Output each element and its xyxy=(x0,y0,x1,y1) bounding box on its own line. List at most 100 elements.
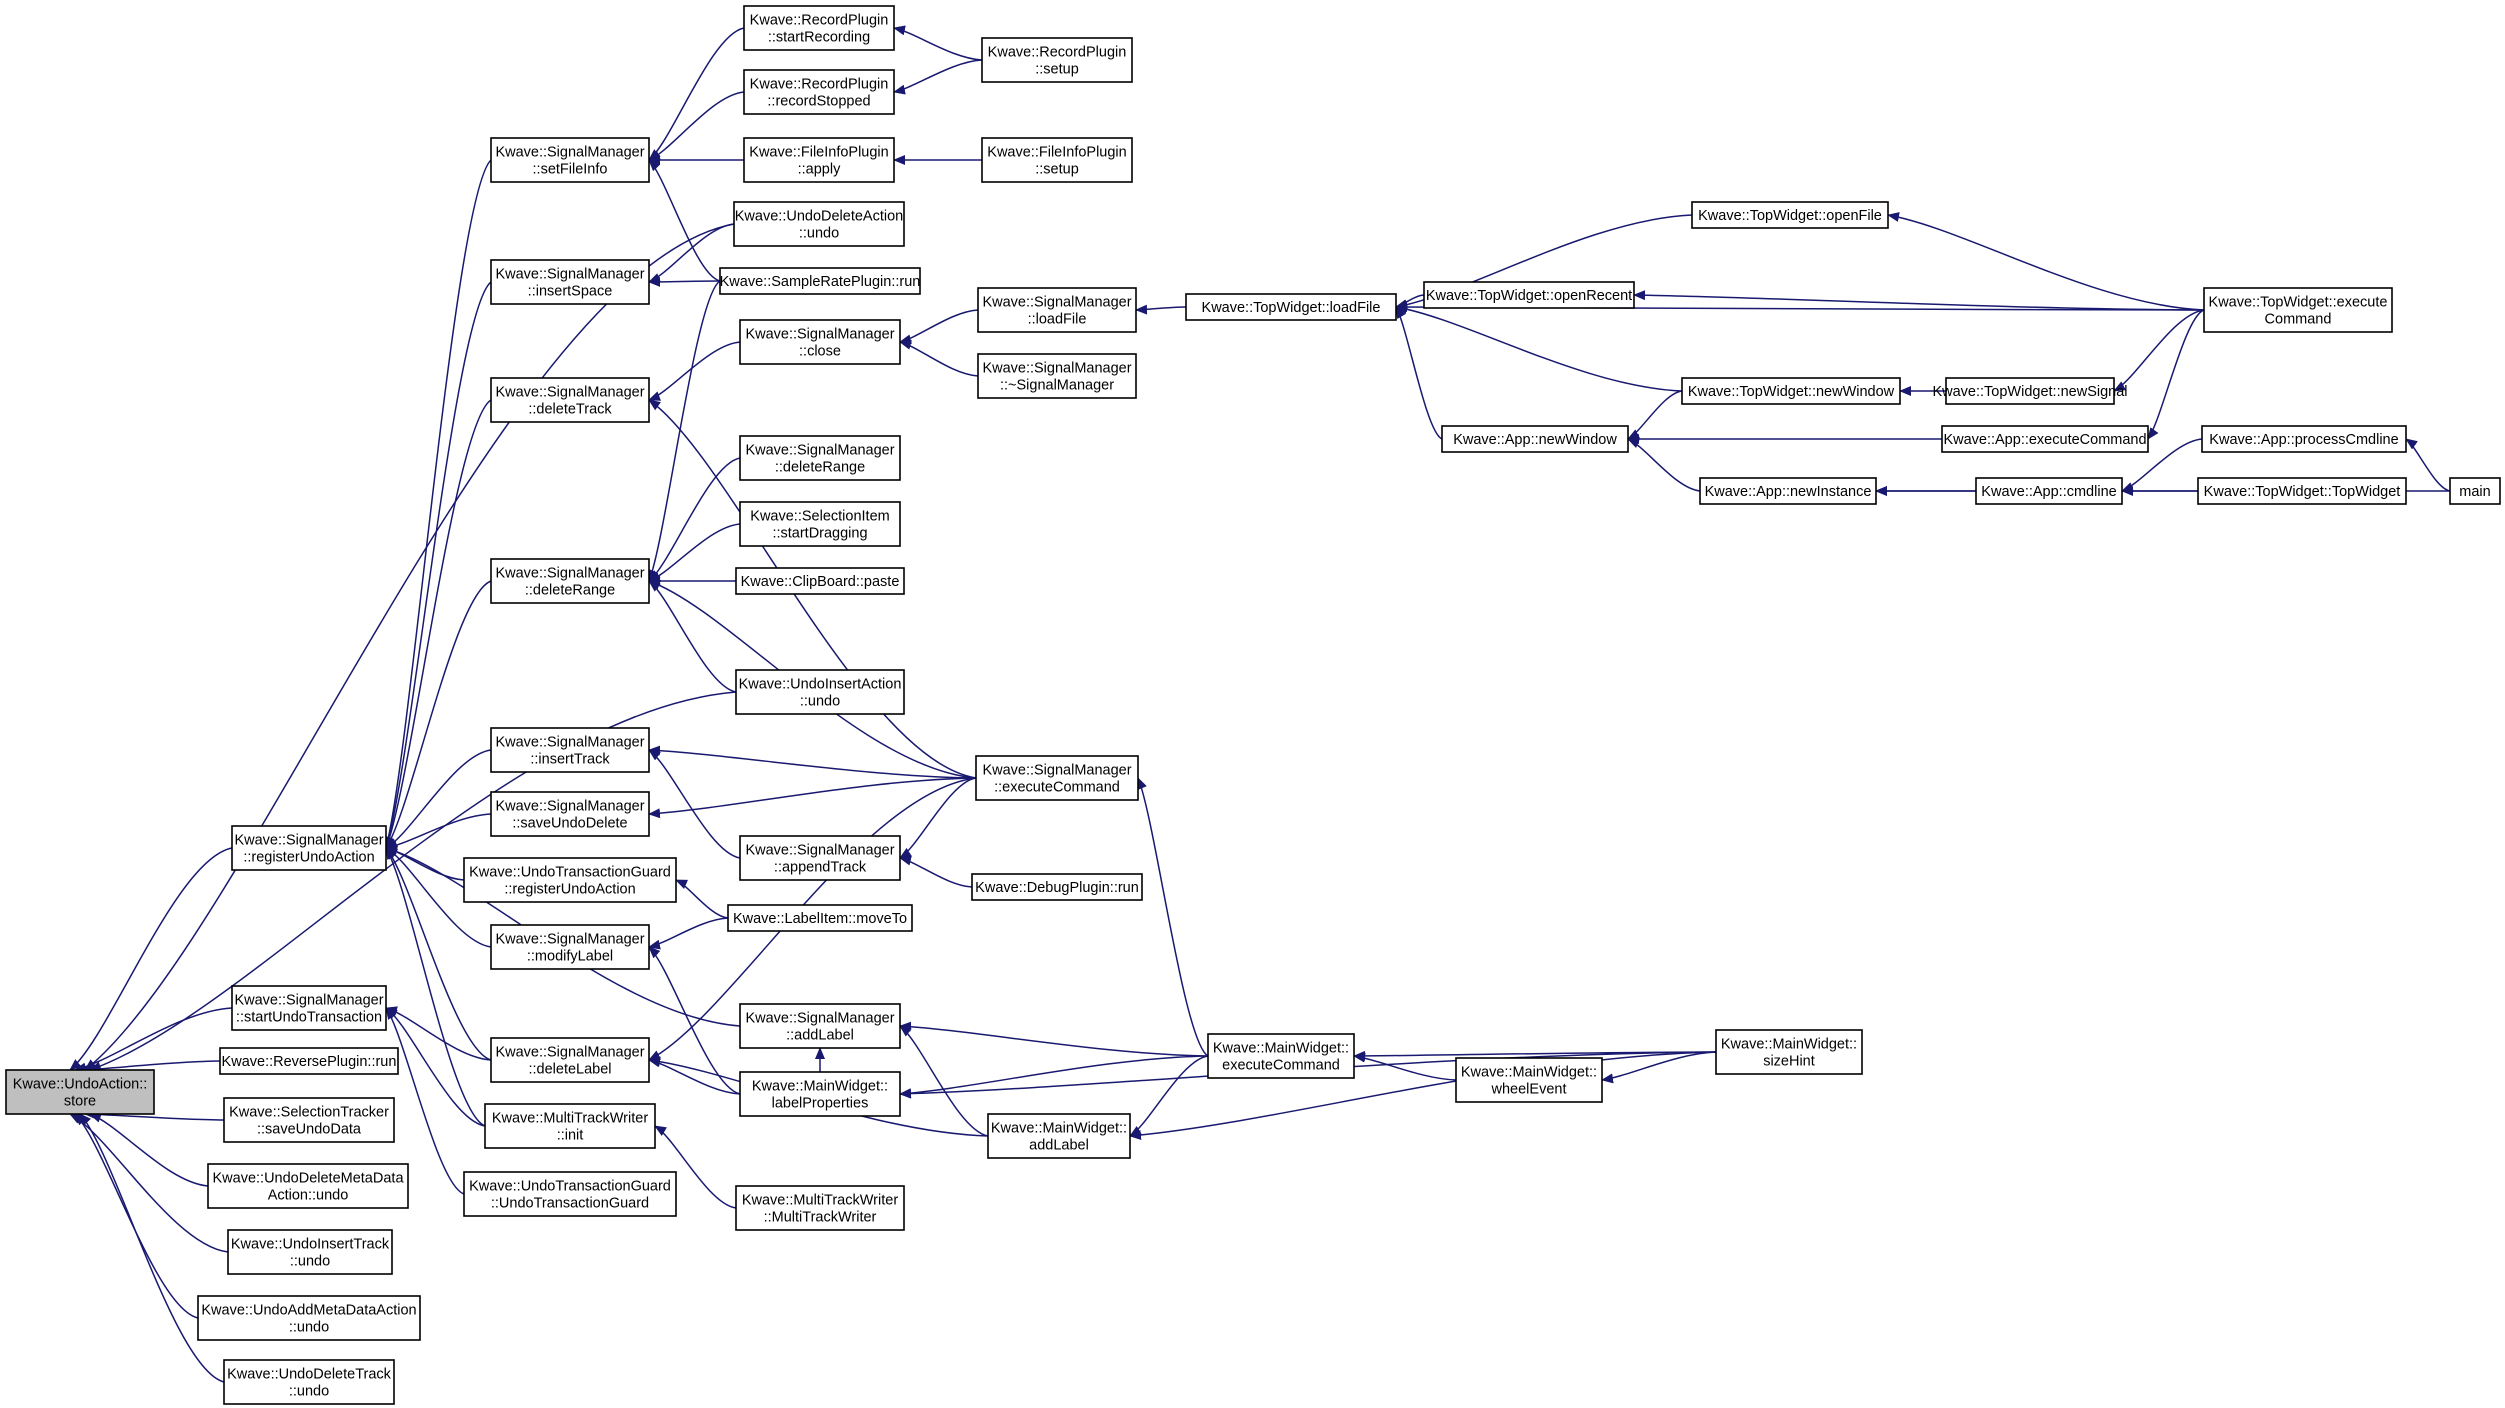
graph-node-n21[interactable]: Kwave::RecordPlugin::recordStopped xyxy=(743,69,895,115)
graph-node-n17[interactable]: Kwave::SignalManager::deleteLabel xyxy=(490,1037,650,1083)
graph-node-n57[interactable]: main xyxy=(2449,477,2501,505)
graph-node-n43[interactable]: Kwave::MainWidget::executeCommand xyxy=(1207,1033,1355,1079)
call-edge xyxy=(69,847,233,1071)
graph-node-n40[interactable]: Kwave::DebugPlugin::run xyxy=(971,873,1143,901)
node-label: ::appendTrack xyxy=(774,860,867,876)
graph-node-n16[interactable]: Kwave::SignalManager::modifyLabel xyxy=(490,924,650,970)
node-label: Kwave::App::newInstance xyxy=(1705,484,1872,500)
node-label: ::insertSpace xyxy=(528,284,613,300)
node-label: Kwave::App::executeCommand xyxy=(1943,432,2146,448)
graph-node-n27[interactable]: Kwave::SelectionItem::startDragging xyxy=(739,501,901,547)
graph-node-n50[interactable]: Kwave::TopWidget::executeCommand xyxy=(2203,287,2393,333)
graph-node-n0[interactable]: Kwave::UndoAction::store xyxy=(5,1069,155,1115)
node-box xyxy=(981,137,1133,183)
graph-node-n47[interactable]: Kwave::App::newWindow xyxy=(1441,425,1629,453)
call-edge xyxy=(648,341,741,401)
graph-node-n28[interactable]: Kwave::ClipBoard::paste xyxy=(735,567,905,595)
node-box xyxy=(1975,477,2123,505)
graph-node-n52[interactable]: Kwave::App::executeCommand xyxy=(1941,425,2149,453)
node-box xyxy=(197,1295,421,1341)
graph-node-n10[interactable]: Kwave::SignalManager::insertSpace xyxy=(490,259,650,305)
graph-node-n22[interactable]: Kwave::FileInfoPlugin::apply xyxy=(743,137,895,183)
node-box xyxy=(227,1229,393,1275)
graph-node-n3[interactable]: Kwave::ReversePlugin::run xyxy=(219,1047,399,1075)
graph-node-n49[interactable]: Kwave::MainWidget::wheelEvent xyxy=(1455,1057,1603,1103)
node-label: Kwave::RecordPlugin xyxy=(988,45,1127,61)
graph-node-n44[interactable]: Kwave::TopWidget::openFile xyxy=(1691,201,1889,229)
graph-node-n34[interactable]: Kwave::MultiTrackWriter::MultiTrackWrite… xyxy=(735,1185,905,1231)
call-edge xyxy=(899,1021,1209,1057)
node-label: ::undo xyxy=(289,1384,329,1400)
graph-node-n51[interactable]: Kwave::TopWidget::newSignal xyxy=(1932,377,2128,405)
graph-node-n20[interactable]: Kwave::RecordPlugin::startRecording xyxy=(743,5,895,51)
graph-node-n54[interactable]: Kwave::MainWidget::sizeHint xyxy=(1715,1029,1863,1075)
node-label: Kwave::UndoAddMetaDataAction xyxy=(201,1303,416,1319)
call-edge xyxy=(74,1113,199,1319)
graph-node-n12[interactable]: Kwave::SignalManager::deleteRange xyxy=(490,558,650,604)
graph-node-n30[interactable]: Kwave::SignalManager::appendTrack xyxy=(739,835,901,881)
node-label: Kwave::SampleRatePlugin::run xyxy=(720,274,921,290)
graph-node-n38[interactable]: Kwave::SignalManager::~SignalManager xyxy=(977,353,1137,399)
graph-node-n24[interactable]: Kwave::SampleRatePlugin::run xyxy=(719,267,921,295)
graph-node-n35[interactable]: Kwave::RecordPlugin::setup xyxy=(981,37,1133,83)
graph-node-n19[interactable]: Kwave::UndoTransactionGuard::UndoTransac… xyxy=(463,1171,677,1217)
graph-node-n33[interactable]: Kwave::MainWidget::labelProperties xyxy=(739,1071,901,1117)
node-box xyxy=(463,857,677,903)
graph-node-n14[interactable]: Kwave::SignalManager::saveUndoDelete xyxy=(490,791,650,837)
nodes: Kwave::UndoAction::store Kwave::SignalMan… xyxy=(5,5,2501,1405)
graph-node-n45[interactable]: Kwave::TopWidget::openRecent xyxy=(1423,281,1635,309)
graph-node-n15[interactable]: Kwave::UndoTransactionGuard::registerUnd… xyxy=(463,857,677,903)
call-edge xyxy=(1353,1050,1717,1061)
graph-node-n37[interactable]: Kwave::SignalManager::loadFile xyxy=(977,287,1137,333)
node-box xyxy=(1945,377,2115,405)
node-label: ::init xyxy=(557,1128,584,1144)
node-label: Kwave::SignalManager xyxy=(234,833,383,849)
graph-node-n26[interactable]: Kwave::SignalManager::deleteRange xyxy=(739,435,901,481)
call-edge xyxy=(648,457,741,582)
graph-node-n2[interactable]: Kwave::SignalManager::startUndoTransacti… xyxy=(231,985,387,1031)
graph-node-n31[interactable]: Kwave::LabelItem::moveTo xyxy=(727,904,913,932)
graph-node-n4[interactable]: Kwave::SelectionTracker::saveUndoData xyxy=(223,1097,395,1143)
node-label: Kwave::SelectionTracker xyxy=(229,1105,389,1121)
graph-node-n55[interactable]: Kwave::App::processCmdline xyxy=(2201,425,2407,453)
graph-node-n32[interactable]: Kwave::SignalManager::addLabel xyxy=(739,1003,901,1049)
node-label: Kwave::SignalManager xyxy=(745,1011,894,1027)
node-label: ::UndoTransactionGuard xyxy=(491,1196,649,1212)
node-label: Kwave::SignalManager xyxy=(982,295,1131,311)
graph-node-n18[interactable]: Kwave::MultiTrackWriter::init xyxy=(484,1103,656,1149)
graph-node-n23[interactable]: Kwave::UndoDeleteAction::undo xyxy=(733,201,905,247)
graph-node-n25[interactable]: Kwave::SignalManager::close xyxy=(739,319,901,365)
graph-node-n48[interactable]: Kwave::App::newInstance xyxy=(1699,477,1877,505)
graph-node-n36[interactable]: Kwave::FileInfoPlugin::setup xyxy=(981,137,1133,183)
graph-node-n53[interactable]: Kwave::App::cmdline xyxy=(1975,477,2123,505)
graph-node-n42[interactable]: Kwave::TopWidget::loadFile xyxy=(1185,293,1397,321)
call-edge xyxy=(1395,303,1683,392)
graph-node-n7[interactable]: Kwave::UndoAddMetaDataAction::undo xyxy=(197,1295,421,1341)
graph-node-n9[interactable]: Kwave::SignalManager::setFileInfo xyxy=(490,137,650,183)
node-label: ::setFileInfo xyxy=(533,162,608,178)
node-label: Kwave::RecordPlugin xyxy=(750,77,889,93)
node-label: ::startUndoTransaction xyxy=(236,1010,382,1026)
graph-node-n41[interactable]: Kwave::MainWidget::addLabel xyxy=(987,1113,1131,1159)
node-box xyxy=(1691,201,1889,229)
node-box xyxy=(1423,281,1635,309)
call-edge xyxy=(893,59,983,95)
node-label: ::registerUndoAction xyxy=(243,850,374,866)
graph-node-n29[interactable]: Kwave::UndoInsertAction::undo xyxy=(735,669,905,715)
node-box xyxy=(739,501,901,547)
graph-node-n8[interactable]: Kwave::UndoDeleteTrack::undo xyxy=(223,1359,395,1405)
graph-node-n11[interactable]: Kwave::SignalManager::deleteTrack xyxy=(490,377,650,423)
node-box xyxy=(490,791,650,837)
graph-node-n39[interactable]: Kwave::SignalManager::executeCommand xyxy=(975,755,1139,801)
node-label: ::startRecording xyxy=(768,30,870,46)
graph-node-n13[interactable]: Kwave::SignalManager::insertTrack xyxy=(490,727,650,773)
graph-node-n46[interactable]: Kwave::TopWidget::newWindow xyxy=(1681,377,1901,405)
graph-node-n56[interactable]: Kwave::TopWidget::TopWidget xyxy=(2197,477,2407,505)
graph-node-n1[interactable]: Kwave::SignalManager::registerUndoAction xyxy=(231,825,387,871)
call-edge xyxy=(1887,212,2205,311)
graph-node-n6[interactable]: Kwave::UndoInsertTrack::undo xyxy=(227,1229,393,1275)
node-label: Kwave::MainWidget:: xyxy=(1213,1041,1349,1057)
call-edge xyxy=(1633,290,2205,311)
node-box xyxy=(975,755,1139,801)
